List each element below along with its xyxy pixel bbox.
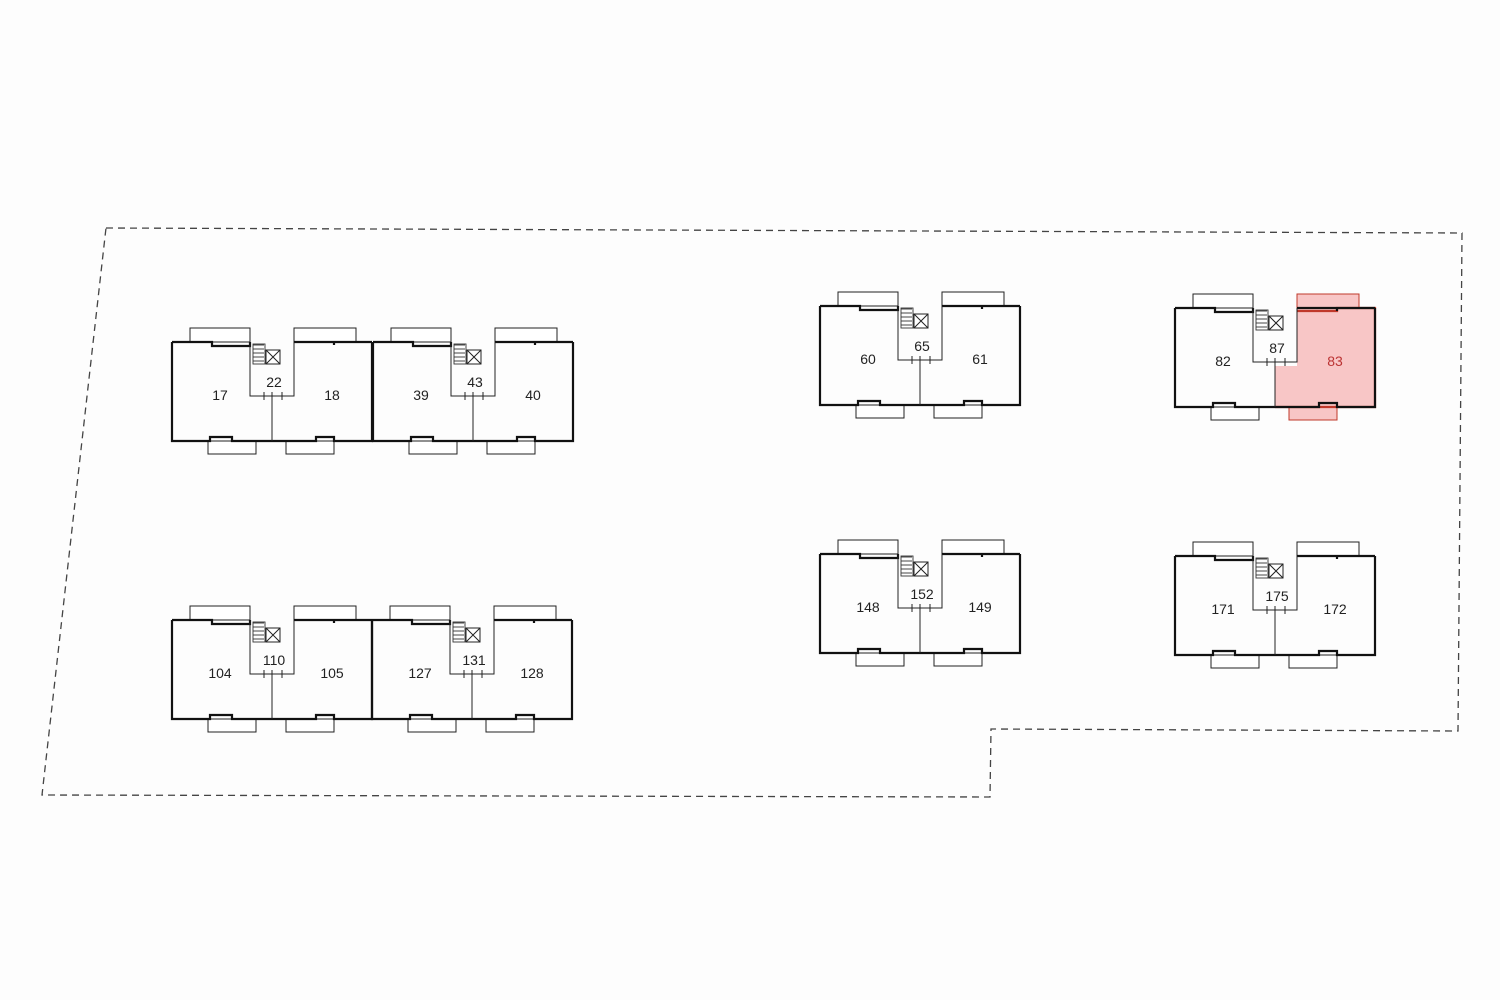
stair-label: 110 — [263, 652, 286, 668]
selected-balcony-top — [1296, 293, 1360, 309]
stair-label: 65 — [914, 338, 930, 354]
unit-label[interactable]: 172 — [1323, 601, 1347, 617]
balcony-top-right — [293, 605, 357, 621]
balcony-top-right — [293, 327, 357, 343]
building-175: 171 172 175 — [1173, 541, 1377, 669]
stair-icon — [452, 621, 466, 643]
stair-icon — [252, 343, 266, 365]
building-22: 17 18 22 — [170, 327, 374, 455]
balcony-bottom-right — [285, 718, 335, 733]
balcony-bottom-left — [407, 718, 457, 733]
building-87: 82 83 87 — [1173, 293, 1377, 421]
stair-icon — [1255, 309, 1269, 331]
balcony-bottom-right — [933, 404, 983, 419]
balcony-top-right — [494, 327, 558, 343]
building-110: 104 105 110 — [170, 605, 374, 733]
selected-balcony-bottom — [1288, 406, 1338, 421]
unit-label[interactable]: 148 — [856, 599, 880, 615]
balcony-bottom-left — [207, 718, 257, 733]
site-boundary — [41, 227, 1463, 798]
balcony-bottom-left — [1210, 406, 1260, 421]
unit-label[interactable]: 60 — [860, 351, 876, 367]
stair-label: 43 — [467, 374, 483, 390]
balcony-bottom-right — [285, 440, 335, 455]
unit-label[interactable]: 105 — [320, 665, 344, 681]
balcony-bottom-left — [408, 440, 458, 455]
balcony-top-left — [390, 327, 452, 343]
stair-icon — [1255, 557, 1269, 579]
unit-label[interactable]: 18 — [324, 387, 340, 403]
unit-label[interactable]: 39 — [413, 387, 429, 403]
unit-label[interactable]: 104 — [208, 665, 232, 681]
stair-icon — [900, 555, 914, 577]
stair-label: 131 — [462, 652, 486, 668]
balcony-bottom-right — [486, 440, 536, 455]
balcony-bottom-left — [855, 652, 905, 667]
balcony-bottom-right — [933, 652, 983, 667]
balcony-top-left — [1192, 293, 1254, 309]
stair-label: 22 — [266, 374, 282, 390]
balcony-top-right — [1296, 541, 1360, 557]
unit-label[interactable]: 171 — [1211, 601, 1235, 617]
balcony-bottom-left — [855, 404, 905, 419]
unit-label[interactable]: 61 — [972, 351, 988, 367]
stair-icon — [252, 621, 266, 643]
buildings-layer: 17 18 22 39 40 43 104 105 110 127 128 131 60 61 65 82 83… — [170, 291, 1377, 733]
stair-icon — [453, 343, 467, 365]
unit-label[interactable]: 40 — [525, 387, 541, 403]
building-65: 60 61 65 — [818, 291, 1022, 419]
unit-label[interactable]: 149 — [968, 599, 992, 615]
unit-label[interactable]: 17 — [212, 387, 228, 403]
balcony-top-left — [837, 291, 899, 307]
balcony-top-left — [189, 605, 251, 621]
balcony-bottom-right — [1288, 654, 1338, 669]
balcony-top-left — [389, 605, 451, 621]
unit-label[interactable]: 83 — [1327, 353, 1343, 369]
stair-label: 175 — [1265, 588, 1289, 604]
unit-label[interactable]: 127 — [408, 665, 432, 681]
balcony-top-left — [1192, 541, 1254, 557]
balcony-bottom-left — [207, 440, 257, 455]
building-131: 127 128 131 — [370, 605, 574, 733]
balcony-top-right — [941, 291, 1005, 307]
balcony-top-right — [493, 605, 557, 621]
balcony-bottom-left — [1210, 654, 1260, 669]
balcony-top-right — [941, 539, 1005, 555]
stair-label: 87 — [1269, 340, 1285, 356]
building-152: 148 149 152 — [818, 539, 1022, 667]
balcony-top-left — [189, 327, 251, 343]
building-43: 39 40 43 — [371, 327, 575, 455]
unit-label[interactable]: 82 — [1215, 353, 1231, 369]
stair-label: 152 — [910, 586, 934, 602]
unit-label[interactable]: 128 — [520, 665, 544, 681]
selected-unit-highlight[interactable] — [1275, 308, 1375, 407]
balcony-bottom-right — [485, 718, 535, 733]
balcony-top-left — [837, 539, 899, 555]
stair-icon — [900, 307, 914, 329]
